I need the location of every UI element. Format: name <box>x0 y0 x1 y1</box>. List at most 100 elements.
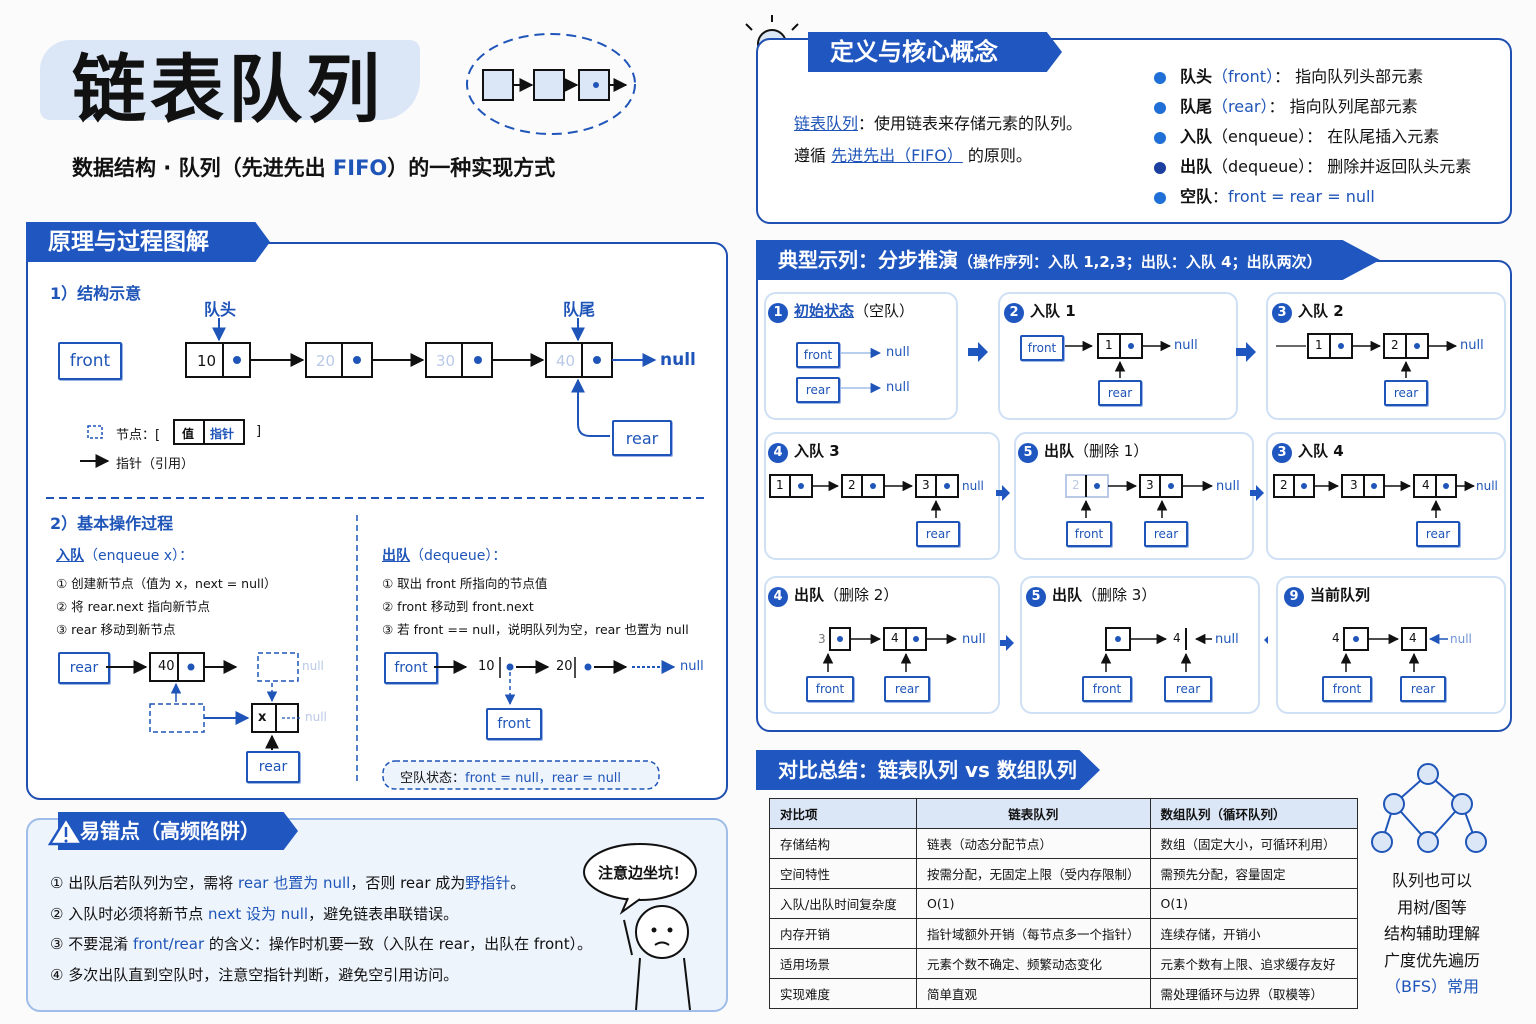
tree-icon <box>1371 763 1487 853</box>
concept-front: 队头（front）： 指向队列头部元素 <box>1154 62 1471 92</box>
deq-node-10: 10 <box>478 659 495 674</box>
deq-null: null <box>680 659 704 674</box>
dequeue-heading: 出队（dequeue）： <box>382 548 507 564</box>
concept-empty: 空队：front = rear = null <box>1154 182 1471 212</box>
s5-rear: rear <box>1144 521 1188 547</box>
definition-line-1: 链表队列：使用链表来存储元素的队列。 <box>794 114 1083 133</box>
definition-line-2: 遵循 先进先出（FIFO） 的原则。 <box>794 146 1032 165</box>
s9-null: null <box>1450 632 1472 646</box>
pitfalls-banner: 易错点（高频陷阱） <box>58 812 298 850</box>
enq-null-2: null <box>305 710 327 724</box>
node-20 <box>305 342 373 378</box>
enq-null-1: null <box>302 659 324 673</box>
s8-rear: rear <box>1164 676 1212 702</box>
s7-node-4: 4 <box>891 631 899 645</box>
thinking-person-icon <box>583 843 697 1011</box>
legend-arrow: 指针（引用） <box>116 457 195 472</box>
s5-node-3: 3 <box>1146 478 1154 492</box>
s5-front: front <box>1066 521 1112 547</box>
pitfall-1: ① 出队后若队列为空，需将 rear 也置为 null，否则 rear 成为野指… <box>50 874 526 892</box>
s6-node-4: 4 <box>1422 478 1430 492</box>
table-row: 适用场景元素个数不确定、频繁动态变化元素个数有上限、追求缓存友好 <box>769 948 1358 979</box>
s1-null-1: null <box>886 345 910 360</box>
node-30 <box>425 342 493 378</box>
legend-node: 节点：[ <box>116 428 161 443</box>
step-arrows <box>968 342 1268 651</box>
s4-node-2: 2 <box>848 478 856 492</box>
s1-rear: rear <box>796 377 840 403</box>
ops-heading: 2）基本操作过程 <box>50 514 174 533</box>
s2-rear: rear <box>1098 380 1142 406</box>
enqueue-heading: 入队（enqueue x）： <box>56 548 194 564</box>
pitfall-list: ① 出队后若队列为空，需将 rear 也置为 null，否则 rear 成为野指… <box>50 868 592 990</box>
queue-icon <box>466 33 636 135</box>
pitfall-3: ③ 不要混淆 front/rear 的含义：操作时机要一致（入队在 rear，出… <box>50 935 593 953</box>
tail-label: 队尾 <box>563 300 596 319</box>
definition-panel <box>756 38 1512 224</box>
s7-node-3: 3 <box>818 632 826 646</box>
concept-enqueue: 入队（enqueue）： 在队尾插入元素 <box>1154 122 1471 152</box>
s6-rear: rear <box>1416 521 1460 547</box>
comparison-banner: 对比总结：链表队列 vs 数组队列 <box>756 750 1100 790</box>
concept-list: 队头（front）： 指向队列头部元素 队尾（rear）： 指向队列尾部元素 入… <box>1154 62 1471 212</box>
table-row: 实现难度简单直观需处理循环与边界（取模等） <box>769 978 1358 1009</box>
principle-banner: 原理与过程图解 <box>26 222 270 262</box>
deq-front-box-2: front <box>486 708 542 740</box>
s9-node-4b: 4 <box>1409 631 1417 645</box>
principle-panel <box>26 242 728 800</box>
s4-null: null <box>962 479 984 493</box>
pitfalls-panel <box>26 818 728 1012</box>
tree-note: 队列也可以用树/图等结构辅助理解广度优先遍历（BFS）常用 <box>1383 871 1480 996</box>
s7-front: front <box>806 676 854 702</box>
s9-rear: rear <box>1400 676 1446 702</box>
null-label: null <box>660 350 696 370</box>
node-value-40: 40 <box>556 352 576 370</box>
enq-node-value: 40 <box>158 659 175 674</box>
step-card-9 <box>1276 576 1506 714</box>
node-40 <box>545 342 613 378</box>
rear-box: rear <box>612 420 672 456</box>
s2-front: front <box>1020 335 1064 361</box>
concept-dequeue: 出队（dequeue）： 删除并返回队头元素 <box>1154 152 1471 182</box>
table-row: 空间特性按需分配，无固定上限（受内存限制）需预先分配，容量固定 <box>769 858 1358 889</box>
example-banner: 典型示列：分步推演（操作序列：入队 1,2,3；出队：入队 4；出队两次） <box>756 240 1380 280</box>
s3-node-2: 2 <box>1391 338 1399 352</box>
deq-node-20: 20 <box>556 659 573 674</box>
struct-heading: 1）结构示意 <box>50 284 142 303</box>
s1-front: front <box>796 342 840 368</box>
pitfall-bubble: 注意边坐坑！ <box>598 864 689 882</box>
s2-node-1: 1 <box>1105 338 1113 352</box>
node-value-20: 20 <box>316 352 336 370</box>
s3-rear: rear <box>1384 380 1428 406</box>
legend-pointer: 指针 <box>210 427 235 441</box>
s3-null: null <box>1460 338 1484 353</box>
table-row: 内存开销指针域额外开销（每节点多一个指针）连续存储，开销小 <box>769 918 1358 949</box>
step-card-8 <box>1020 576 1260 714</box>
concept-rear: 队尾（rear）： 指向队列尾部元素 <box>1154 92 1471 122</box>
s8-node-4: 4 <box>1173 631 1181 645</box>
s8-front: front <box>1082 676 1132 702</box>
step-card-7 <box>764 576 1000 714</box>
s7-null: null <box>962 632 986 647</box>
front-box: front <box>58 342 122 380</box>
s3-node-1: 1 <box>1315 338 1323 352</box>
node-value-10: 10 <box>197 352 217 370</box>
enq-x: x <box>258 710 267 725</box>
head-label: 队头 <box>204 300 237 319</box>
s9-node-4a: 4 <box>1332 631 1340 645</box>
s6-null: null <box>1476 479 1498 493</box>
s5-node-2: 2 <box>1072 478 1080 492</box>
